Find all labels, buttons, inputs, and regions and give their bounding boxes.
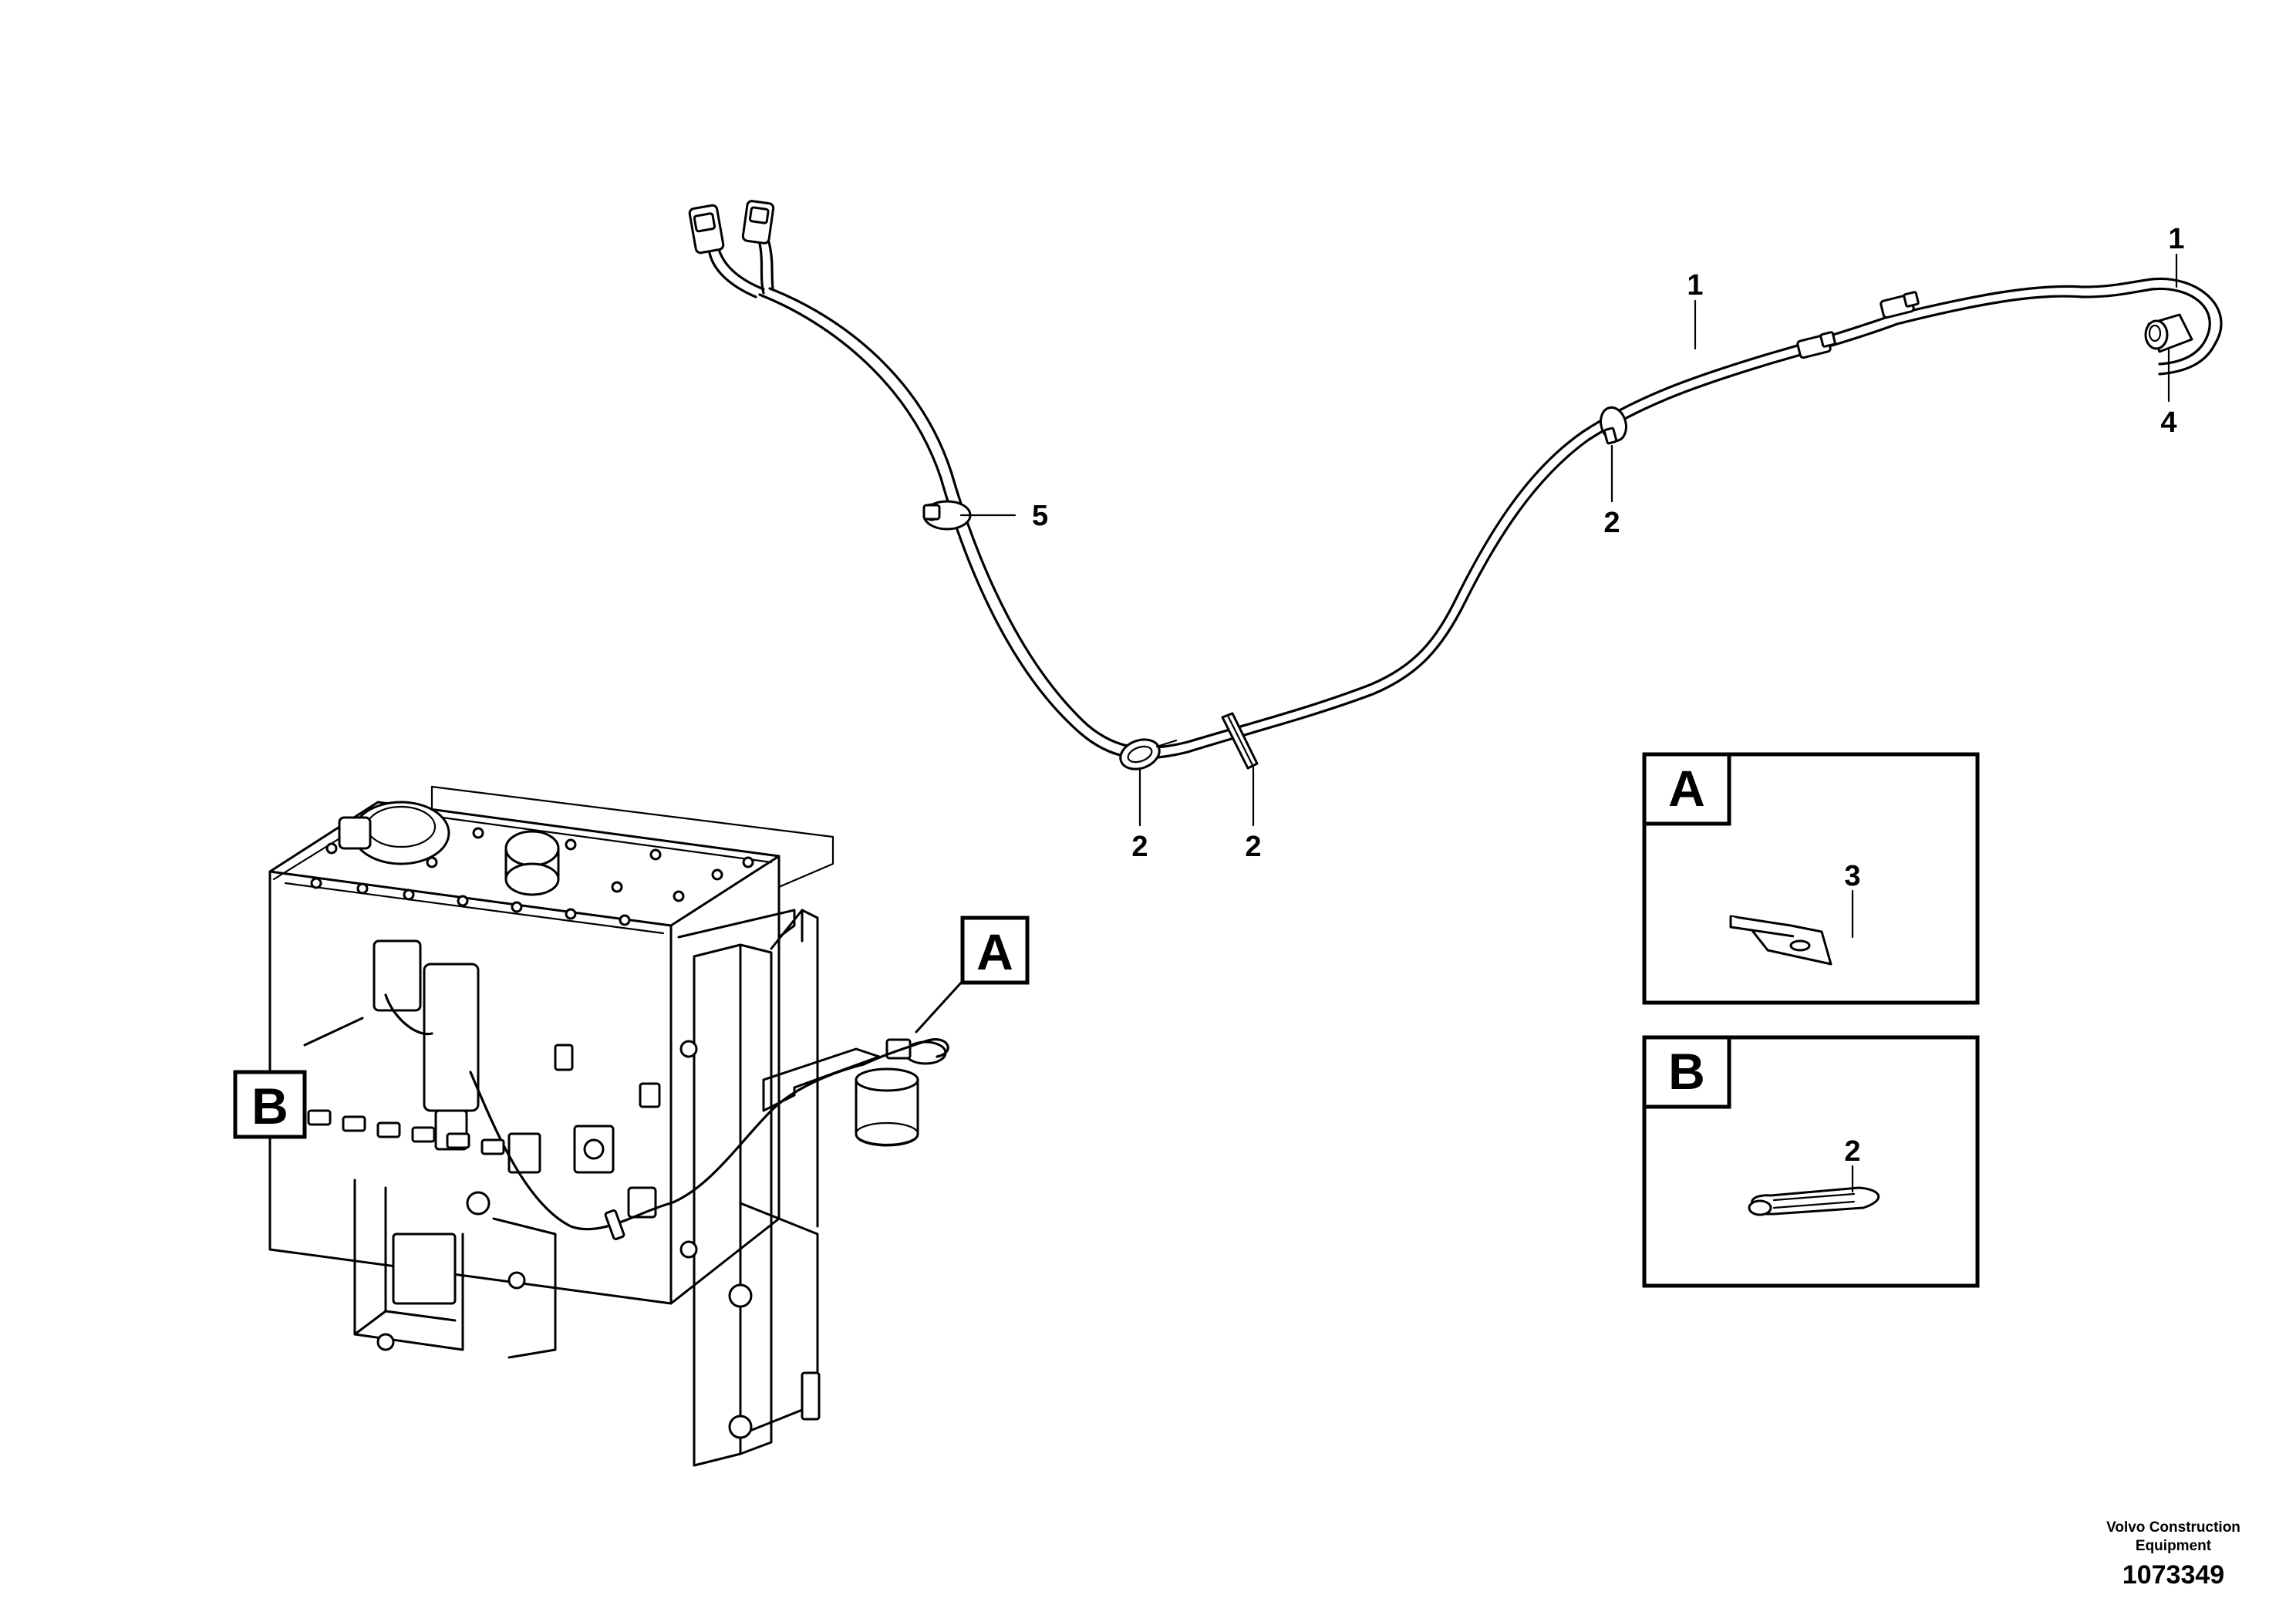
p-clamp-clip <box>922 500 972 531</box>
callout-1-top: 1 <box>2168 223 2184 255</box>
company-name-line2: Equipment <box>2136 1538 2212 1554</box>
callout-2-left: 2 <box>1131 831 1148 863</box>
callout-detail-b: 2 <box>1844 1135 1860 1168</box>
drawing-number: 1073349 <box>2122 1560 2224 1590</box>
leader-lines <box>959 253 2178 827</box>
fitting-row <box>307 1109 505 1155</box>
detail-view-a: A 3 <box>1642 752 1980 1005</box>
callout-detail-a: 3 <box>1844 860 1860 892</box>
sensor-part <box>2144 313 2193 353</box>
harness-connector-left <box>688 200 775 255</box>
callout-2-right: 2 <box>1603 507 1620 539</box>
view-pointers <box>303 980 964 1047</box>
main-label-a-text: A <box>976 923 1013 980</box>
company-name-line1: Volvo Construction <box>2106 1519 2240 1536</box>
bracket-clip-icon <box>1729 915 1832 966</box>
cable-tie-loop <box>1119 738 1178 771</box>
inline-connector <box>1796 331 1836 359</box>
tank-assembly <box>268 785 949 1467</box>
main-label-a: A <box>960 916 1030 985</box>
callout-4: 4 <box>2160 406 2176 439</box>
detail-view-b: B 2 <box>1642 1035 1980 1288</box>
main-label-b: B <box>233 1070 307 1139</box>
cable-tie-icon <box>1748 1186 1880 1216</box>
bolt-row <box>310 815 754 926</box>
inline-connector-2 <box>1880 291 1920 319</box>
wire-harness <box>688 200 2223 771</box>
callout-1-mid: 1 <box>1687 269 1703 302</box>
cable-tie-upper <box>1600 406 1627 445</box>
main-label-b-text: B <box>251 1077 288 1135</box>
detail-b-label: B <box>1668 1043 1705 1100</box>
cable-tie-strap <box>1221 712 1259 770</box>
callout-5: 5 <box>1032 500 1048 532</box>
callout-2-center: 2 <box>1245 831 1261 863</box>
detail-a-label: A <box>1668 760 1705 817</box>
footer-block: Volvo Construction Equipment 1073349 <box>2106 1519 2240 1590</box>
